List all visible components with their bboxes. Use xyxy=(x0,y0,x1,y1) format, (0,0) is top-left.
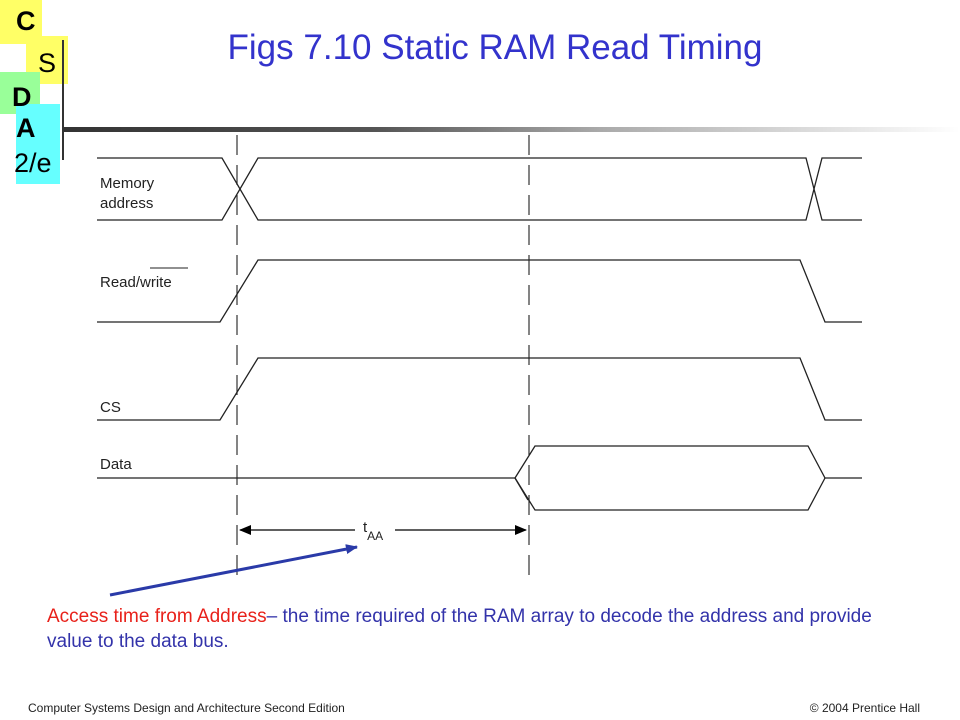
caption-highlight: Access time from Address xyxy=(47,606,267,627)
taa-label-subscript: AA xyxy=(367,529,383,543)
taa-label-t: t xyxy=(363,519,368,536)
footer-left: Computer Systems Design and Architecture… xyxy=(28,701,345,715)
footer-right: © 2004 Prentice Hall xyxy=(809,701,920,715)
cs-waveform xyxy=(97,357,862,421)
csda-logo: C S D A 2/e xyxy=(0,0,80,190)
data-waveform xyxy=(97,445,862,511)
signal-label-cs: CS xyxy=(100,399,121,416)
logo-edition: 2/e xyxy=(14,148,52,178)
signal-label-data: Data xyxy=(100,456,132,473)
signal-label-address: address xyxy=(100,195,153,212)
title-rule xyxy=(62,127,960,132)
taa-label: tAA xyxy=(363,519,383,543)
memory-address-waveform xyxy=(97,157,862,221)
annotation-pointer-arrow xyxy=(109,544,358,597)
caption-text: – the time required of the RAM array to … xyxy=(47,606,872,652)
logo-letter-s: S xyxy=(38,48,57,78)
page-title: Figs 7.10 Static RAM Read Timing xyxy=(227,28,763,67)
caption: Access time from Address– the time requi… xyxy=(47,604,877,654)
logo-block-cyan xyxy=(16,104,60,184)
logo-letter-c: C xyxy=(16,6,36,36)
signal-label-memory: Memory xyxy=(100,175,155,192)
logo-letter-a: A xyxy=(16,113,36,143)
logo-vertical-rule xyxy=(62,40,64,160)
logo-letter-d: D xyxy=(12,82,32,112)
signal-label-read-write: Read/write xyxy=(100,274,172,291)
read-write-waveform xyxy=(97,259,862,323)
